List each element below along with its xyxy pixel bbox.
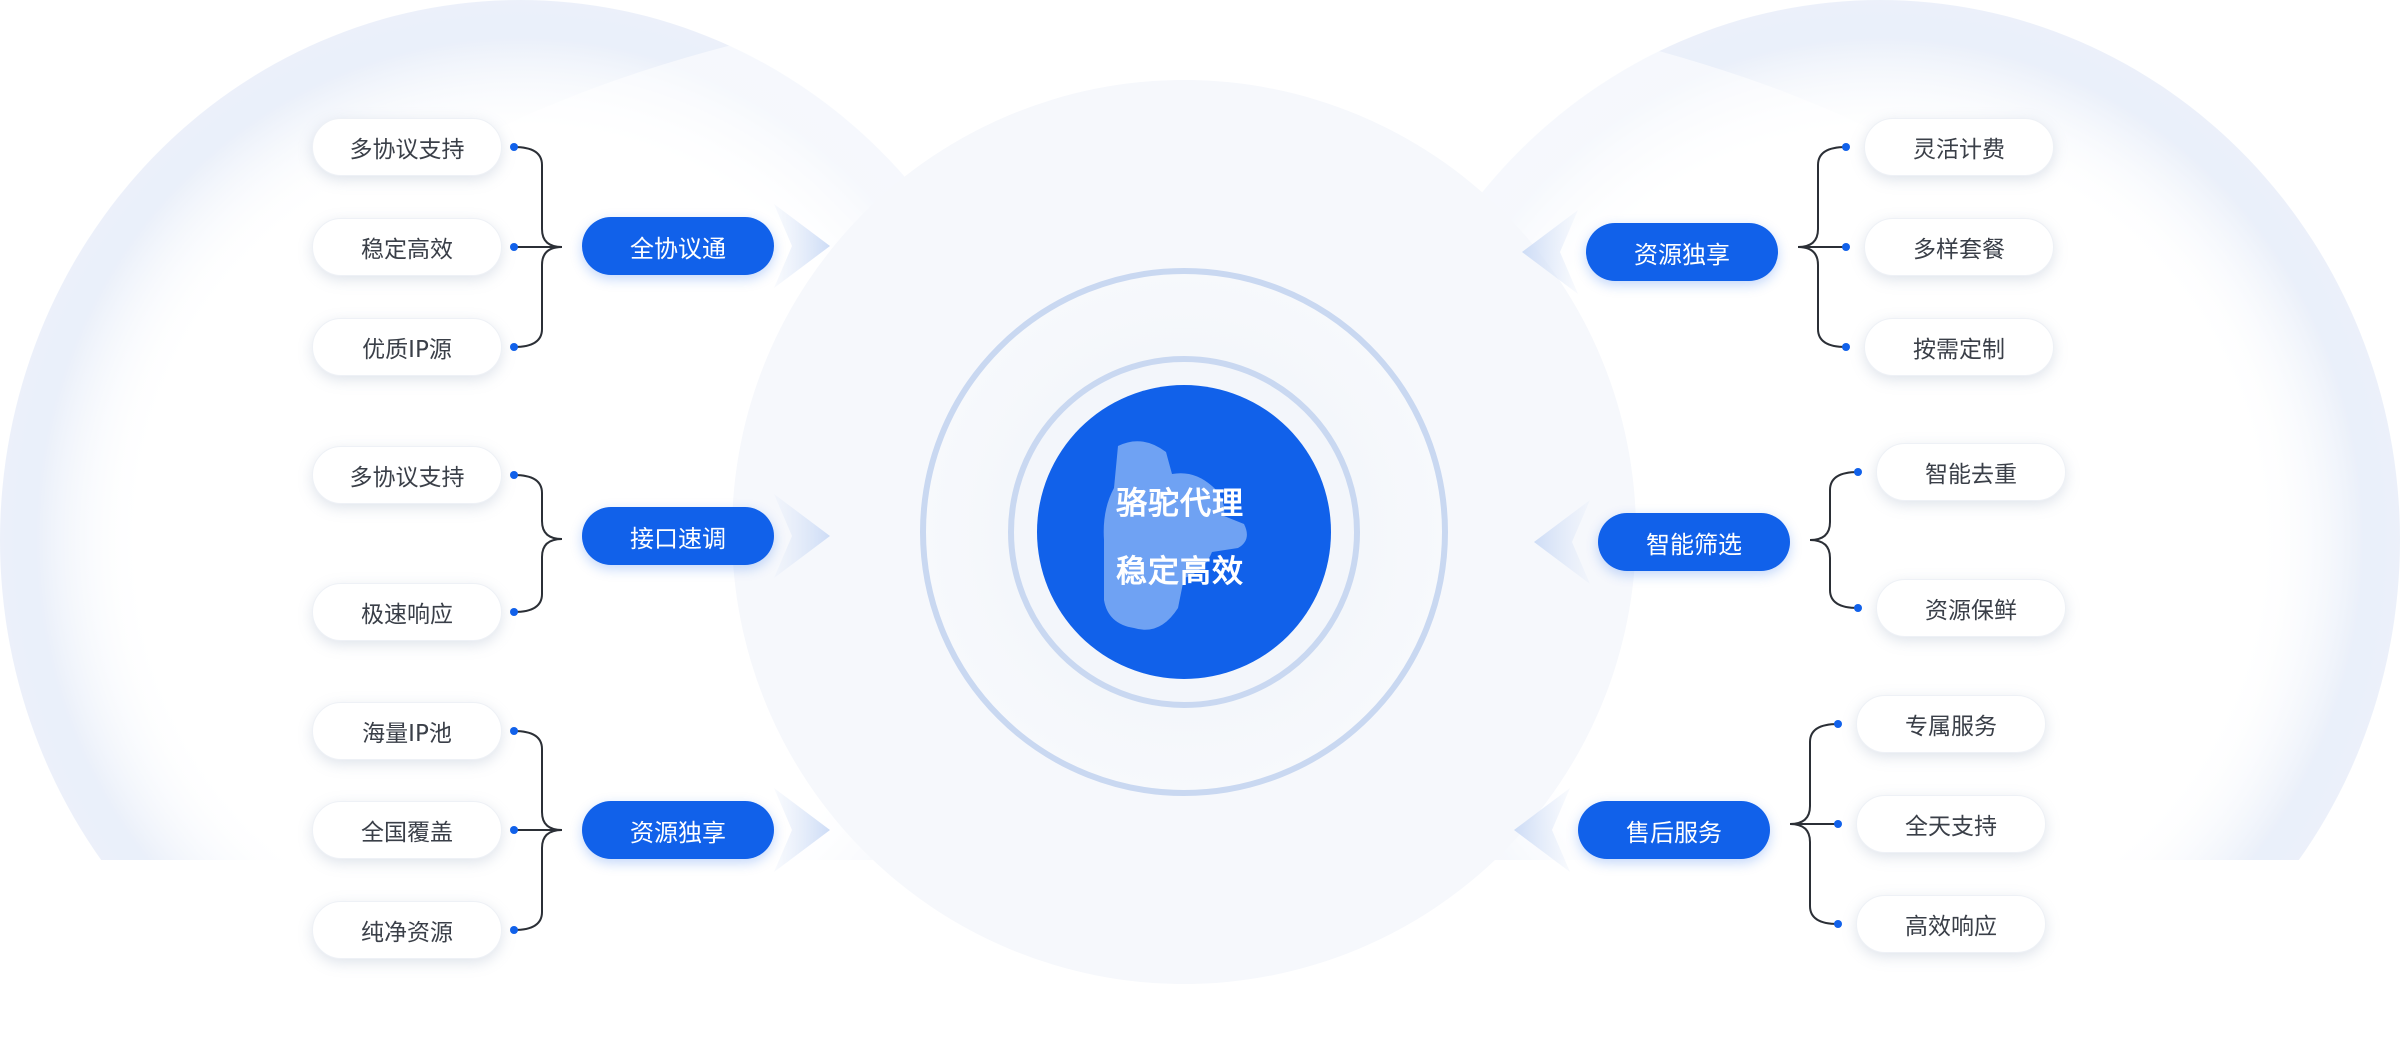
connector-dot xyxy=(510,343,518,351)
connector-dot xyxy=(510,826,518,834)
connector-dot xyxy=(1834,820,1842,828)
feature-pill: 按需定制 xyxy=(1864,318,2054,376)
connector-dot xyxy=(1842,243,1850,251)
connector-dot xyxy=(510,727,518,735)
center-subtitle: 稳定高效 xyxy=(1116,554,1244,590)
flow-arrow-icon xyxy=(1522,210,1578,294)
feature-pill: 多协议支持 xyxy=(312,118,502,176)
flow-arrow-icon xyxy=(1534,500,1590,584)
connector-dot xyxy=(510,608,518,616)
flow-arrow-icon xyxy=(774,494,830,578)
category-button[interactable]: 资源独享 xyxy=(582,801,774,859)
connector-dot xyxy=(510,471,518,479)
feature-pill: 稳定高效 xyxy=(312,218,502,276)
flow-arrow-icon xyxy=(774,788,830,872)
camel-logo-icon xyxy=(1103,441,1247,630)
feature-pill: 专属服务 xyxy=(1856,695,2046,753)
connector-dot xyxy=(1834,720,1842,728)
bracket-connector xyxy=(1809,471,1859,609)
feature-pill: 优质IP源 xyxy=(312,318,502,376)
connector-dot xyxy=(510,243,518,251)
feature-pill: 多样套餐 xyxy=(1864,218,2054,276)
connector-dot xyxy=(1854,604,1862,612)
feature-pill: 极速响应 xyxy=(312,583,502,641)
flow-arrow-icon xyxy=(774,204,830,288)
category-button[interactable]: 售后服务 xyxy=(1578,801,1770,859)
connector-dot xyxy=(510,143,518,151)
feature-pill: 海量IP池 xyxy=(312,702,502,760)
category-button[interactable]: 全协议通 xyxy=(582,217,774,275)
bracket-connector xyxy=(513,474,563,613)
connector-dot xyxy=(510,926,518,934)
feature-pill: 高效响应 xyxy=(1856,895,2046,953)
feature-pill: 纯净资源 xyxy=(312,901,502,959)
feature-pill: 灵活计费 xyxy=(1864,118,2054,176)
center-title: 骆驼代理 xyxy=(1116,486,1244,522)
connector-dot xyxy=(1842,343,1850,351)
connector-dot xyxy=(1842,143,1850,151)
feature-pill: 多协议支持 xyxy=(312,446,502,504)
feature-pill: 资源保鲜 xyxy=(1876,579,2066,637)
category-button[interactable]: 接口速调 xyxy=(582,507,774,565)
feature-pill: 全国覆盖 xyxy=(312,801,502,859)
category-button[interactable]: 智能筛选 xyxy=(1598,513,1790,571)
connector-dot xyxy=(1834,920,1842,928)
flow-arrow-icon xyxy=(1514,788,1570,872)
category-button[interactable]: 资源独享 xyxy=(1586,223,1778,281)
connector-dot xyxy=(1854,468,1862,476)
feature-pill: 智能去重 xyxy=(1876,443,2066,501)
feature-pill: 全天支持 xyxy=(1856,795,2046,853)
